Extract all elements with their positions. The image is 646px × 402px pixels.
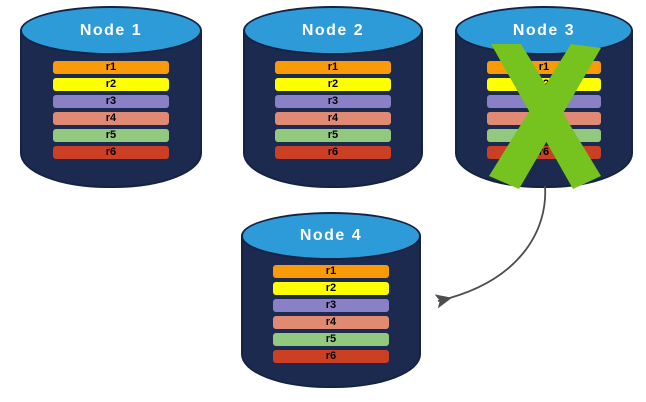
node-4[interactable]: Node 4 r1 r2 r3 r4 r5 r6 <box>241 212 421 388</box>
cylinder-top <box>241 212 421 260</box>
row-bar: r6 <box>52 145 170 159</box>
node-1-rows: r1 r2 r3 r4 r5 r6 <box>52 60 170 177</box>
node-1[interactable]: Node 1 r1 r2 r3 r4 r5 r6 <box>20 6 202 188</box>
row-bar: r1 <box>275 60 391 74</box>
row-bar: r6 <box>487 145 601 159</box>
node-2[interactable]: Node 2 r1 r2 r3 r4 r5 r6 <box>243 6 423 188</box>
cylinder-body <box>20 29 202 188</box>
row-bar: r5 <box>487 128 601 142</box>
node-2-cylinder <box>243 6 423 188</box>
row-bar: r5 <box>52 128 170 142</box>
row-bar: r5 <box>275 128 391 142</box>
cylinder-top <box>20 6 202 56</box>
cylinder-body <box>243 29 423 188</box>
cylinder-top <box>243 6 423 56</box>
node-2-rows: r1 r2 r3 r4 r5 r6 <box>275 60 391 177</box>
row-bar: r2 <box>52 77 170 91</box>
row-bar: r3 <box>275 94 391 108</box>
row-bar: r3 <box>487 94 601 108</box>
row-bar: r5 <box>273 332 389 346</box>
row-bar: r1 <box>273 264 389 278</box>
row-bar: r6 <box>273 349 389 363</box>
row-bar: r2 <box>273 281 389 295</box>
cylinder-top <box>455 6 633 56</box>
node-3[interactable]: Node 3 r1 r2 r3 r4 r5 r6 <box>455 6 633 188</box>
node-3-rows: r1 r2 r3 r4 r5 r6 <box>487 60 601 177</box>
node-1-cylinder <box>20 6 202 188</box>
row-bar: r1 <box>52 60 170 74</box>
row-bar: r2 <box>487 77 601 91</box>
row-bar: r4 <box>487 111 601 125</box>
row-bar: r1 <box>487 60 601 74</box>
row-bar: r6 <box>275 145 391 159</box>
row-bar: r2 <box>275 77 391 91</box>
row-bar: r4 <box>273 315 389 329</box>
row-bar: r4 <box>275 111 391 125</box>
row-bar: r4 <box>52 111 170 125</box>
node-4-rows: r1 r2 r3 r4 r5 r6 <box>273 264 389 378</box>
row-bar: r3 <box>52 94 170 108</box>
row-bar: r3 <box>273 298 389 312</box>
